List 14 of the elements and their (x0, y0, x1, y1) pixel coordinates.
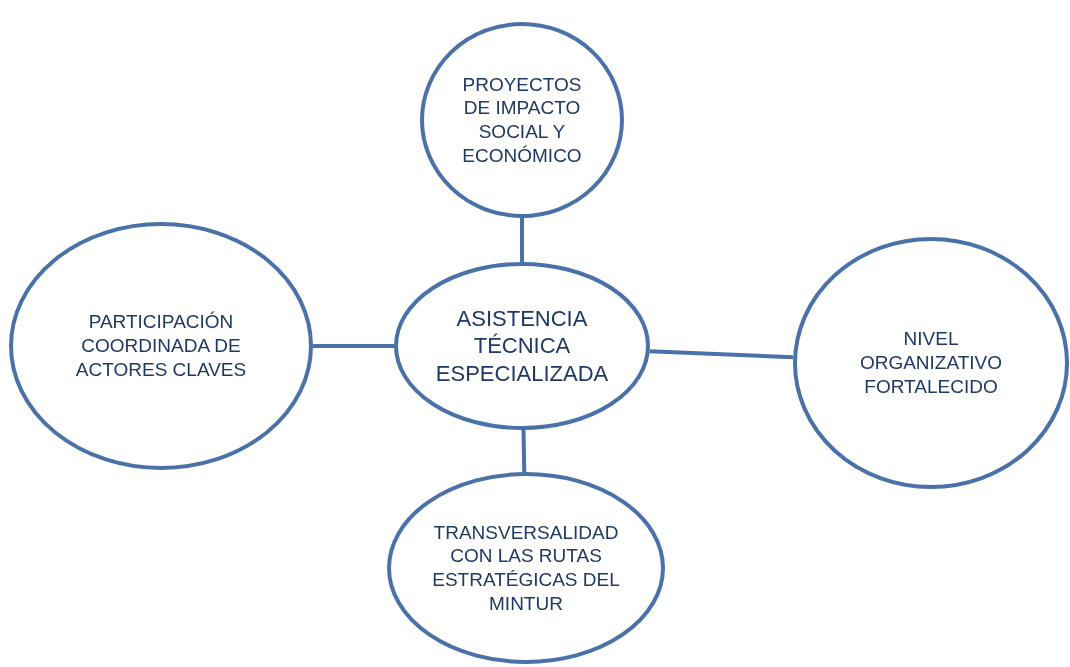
ellipse-node (9, 222, 313, 470)
node-label: TRANSVERSALIDAD CON LAS RUTAS ESTRATÉGICAS DEL MINTUR (431, 520, 621, 616)
connector-line (313, 344, 394, 348)
node-label: PARTICIPACIÓN COORDINADA DE ACTORES CLAVES (74, 310, 248, 382)
ellipse-node (793, 237, 1069, 489)
connector-line (649, 349, 794, 360)
node-label: PROYECTOS DE IMPACTO SOCIAL Y ECONÓMICO (461, 72, 583, 168)
ellipse-node (420, 22, 624, 218)
ellipse-node (394, 262, 650, 430)
connector-line (520, 218, 524, 262)
node-label: NIVEL ORGANIZATIVO FORTALECIDO (858, 327, 1004, 399)
connector-line (521, 429, 527, 473)
ellipse-node (387, 472, 665, 664)
node-label: ASISTENCIA TÉCNICA ESPECIALIZADA (434, 304, 610, 388)
